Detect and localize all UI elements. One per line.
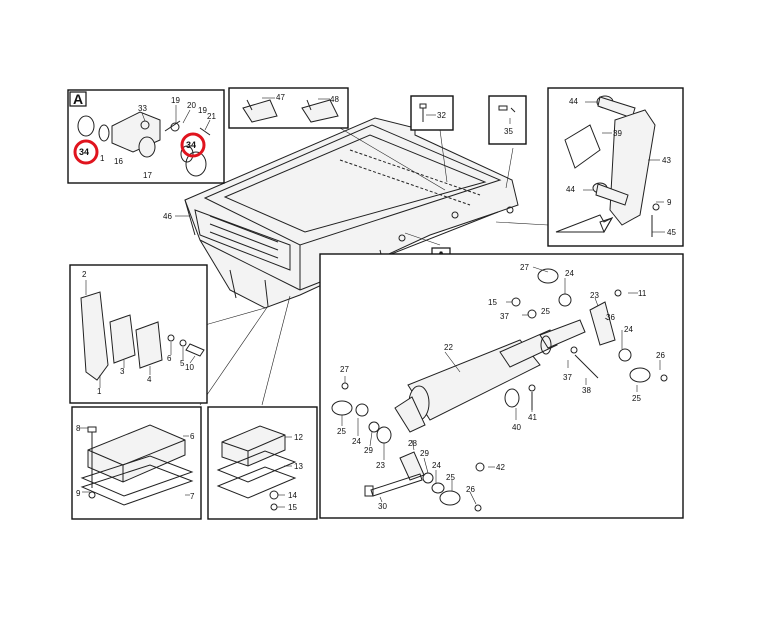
- label-15-block: 15: [288, 503, 297, 512]
- label-21: 21: [207, 112, 216, 121]
- main-body-assembly: [184, 117, 519, 309]
- label-39: 39: [613, 129, 622, 138]
- label-44-top: 44: [569, 97, 578, 106]
- label-24-right: 24: [624, 325, 633, 334]
- label-25-right: 25: [632, 394, 641, 403]
- detail-box-plates: 2 1 3 4 6 5 10: [69, 264, 208, 404]
- label-32: 32: [437, 111, 446, 120]
- label-8: 8: [76, 424, 81, 433]
- detail-box-block: 12 13 14 15: [207, 406, 318, 520]
- label-42: 42: [496, 463, 505, 472]
- label-13: 13: [294, 462, 303, 471]
- label-1-in-a: 1: [100, 154, 105, 163]
- label-3: 3: [120, 367, 125, 376]
- label-10: 10: [185, 363, 194, 372]
- detail-box-32: 32: [410, 95, 454, 131]
- label-29-left: 29: [364, 446, 373, 455]
- label-22: 22: [444, 343, 453, 352]
- label-4: 4: [147, 375, 152, 384]
- label-38: 38: [582, 386, 591, 395]
- label-37-right: 37: [563, 373, 572, 382]
- label-33: 33: [138, 104, 147, 113]
- label-9-linkage: 9: [667, 198, 672, 207]
- detail-box-35: 35: [488, 95, 527, 145]
- linkage-arrow: [599, 217, 614, 234]
- detail-box-pad: 6 8 9 7: [71, 406, 202, 520]
- label-25-top: 25: [541, 307, 550, 316]
- label-24-bottom: 24: [432, 461, 441, 470]
- highlight-circle-left: [73, 139, 99, 165]
- label-37-left: 37: [500, 312, 509, 321]
- label-15: 15: [488, 298, 497, 307]
- label-23: 23: [376, 461, 385, 470]
- label-44-bottom: 44: [566, 185, 575, 194]
- label-34-right: 34: [186, 140, 196, 150]
- label-17: 17: [143, 171, 152, 180]
- label-27: 27: [340, 365, 349, 374]
- label-16: 16: [114, 157, 123, 166]
- detail-box-47-48: 47 48: [228, 87, 349, 129]
- label-2: 2: [82, 270, 87, 279]
- label-47: 47: [276, 93, 285, 102]
- detail-box-a: A 33 19 20 19 21 1 16 17 34 34: [67, 89, 225, 184]
- label-26-bottom: 26: [466, 485, 475, 494]
- label-28: 28: [408, 439, 417, 448]
- label-1: 1: [97, 387, 102, 396]
- label-25-bottom: 25: [446, 473, 455, 482]
- label-11: 11: [638, 289, 647, 298]
- label-35: 35: [504, 127, 513, 136]
- detail-box-linkage: 44 39 43 44 9 45: [547, 87, 684, 247]
- label-36: 36: [606, 313, 615, 322]
- detail-letter: A: [73, 91, 83, 107]
- label-34-left: 34: [79, 147, 89, 157]
- label-12: 12: [294, 433, 303, 442]
- label-20: 20: [187, 101, 196, 110]
- label-26-right: 26: [656, 351, 665, 360]
- label-9: 9: [76, 489, 81, 498]
- label-23-top: 23: [590, 291, 599, 300]
- label-30: 30: [378, 502, 387, 511]
- label-5: 5: [180, 359, 185, 368]
- label-7: 7: [190, 492, 195, 501]
- label-29: 29: [420, 449, 429, 458]
- highlight-circle-right: [180, 132, 206, 158]
- label-24-left: 24: [352, 437, 361, 446]
- label-25-left: 25: [337, 427, 346, 436]
- label-45: 45: [667, 228, 676, 237]
- label-46: 46: [163, 212, 172, 221]
- label-48: 48: [330, 95, 339, 104]
- label-27-top: 27: [520, 263, 529, 272]
- label-6-plates: 6: [167, 354, 172, 363]
- label-41: 41: [528, 413, 537, 422]
- label-19a: 19: [171, 96, 180, 105]
- label-6: 6: [190, 432, 195, 441]
- label-14: 14: [288, 491, 297, 500]
- label-24-top: 24: [565, 269, 574, 278]
- label-19b: 19: [198, 106, 207, 115]
- label-43: 43: [662, 156, 671, 165]
- label-40: 40: [512, 423, 521, 432]
- detail-box-cylinder: 22 27 24 23 11 15 37 25 36 24 26 25 37 3…: [319, 253, 684, 519]
